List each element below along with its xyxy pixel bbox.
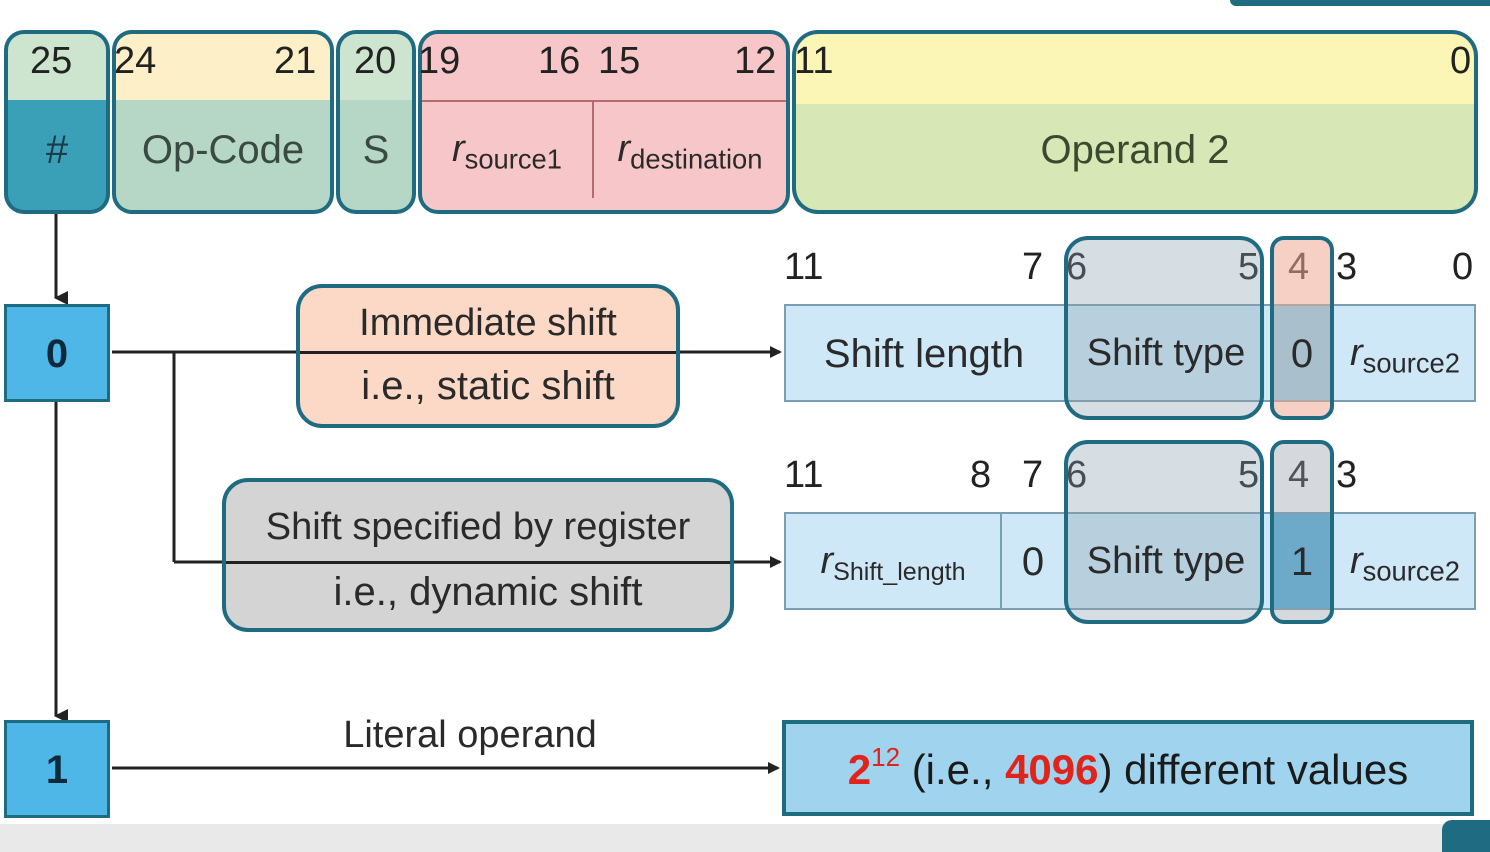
bit-12: 12 bbox=[734, 40, 777, 82]
rsource1-sub: source1 bbox=[464, 143, 562, 175]
literal-mid1: (i.e., bbox=[900, 746, 1006, 793]
bit-16: 16 bbox=[538, 40, 581, 82]
reg-rshift-main: r bbox=[820, 540, 834, 582]
opcode-label: Op-Code bbox=[141, 128, 305, 172]
top-right-accent bbox=[1230, 0, 1490, 6]
reg-bit-4: 4 bbox=[1288, 454, 1310, 496]
register-shift-callout-line bbox=[226, 561, 730, 564]
reg-bit-6: 6 bbox=[1066, 454, 1088, 496]
register-shift-callout bbox=[222, 478, 734, 632]
reg-bit-11: 11 bbox=[784, 454, 824, 496]
immediate-shift-line2: i.e., static shift bbox=[361, 364, 615, 408]
register-shift-line2: i.e., dynamic shift bbox=[333, 570, 643, 614]
mode-box-zero-label: 0 bbox=[45, 332, 69, 376]
hash-field bbox=[4, 30, 110, 214]
rdest-sub: destination bbox=[630, 143, 763, 175]
reg-rshift-divider bbox=[1000, 514, 1002, 608]
opcode-bits-band bbox=[112, 30, 334, 100]
literal-exponent: 12 bbox=[871, 742, 901, 772]
mode-box-zero bbox=[4, 304, 110, 402]
reg-bit-5: 5 bbox=[1238, 454, 1260, 496]
hash-label-band bbox=[4, 100, 110, 214]
bottom-shade bbox=[0, 824, 1490, 852]
literal-mid2: ) different values bbox=[1098, 746, 1409, 793]
literal-values-text: 212 (i.e., 4096) different values bbox=[782, 744, 1474, 791]
s-label: S bbox=[362, 128, 390, 172]
imm-bit-3: 3 bbox=[1336, 246, 1358, 288]
imm-field-row bbox=[784, 304, 1476, 402]
reg-flag-label: 1 bbox=[1290, 540, 1314, 584]
imm-flag-cell bbox=[1274, 306, 1330, 400]
bit-15: 15 bbox=[598, 40, 641, 82]
immediate-shift-callout bbox=[296, 284, 680, 428]
s-bits-band bbox=[336, 30, 416, 100]
s-field bbox=[336, 30, 416, 214]
hash-bits-band bbox=[4, 30, 110, 100]
reg-bit-7: 7 bbox=[1022, 454, 1044, 496]
bit-19: 19 bbox=[418, 40, 461, 82]
reg-bit-8: 8 bbox=[970, 454, 992, 496]
imm-shift-type-label: Shift type bbox=[1086, 332, 1246, 374]
bit-24: 24 bbox=[114, 40, 157, 82]
literal-values-box bbox=[782, 720, 1474, 816]
rdest-main: r bbox=[617, 128, 631, 170]
imm-flag-label: 0 bbox=[1290, 332, 1314, 376]
bit-21: 21 bbox=[274, 40, 317, 82]
imm-rsource2-label: rsource2 bbox=[1334, 334, 1476, 377]
literal-value: 4096 bbox=[1005, 746, 1099, 793]
rsource1-main: r bbox=[452, 128, 465, 170]
reg-bit-3: 3 bbox=[1336, 454, 1358, 496]
operand2-label-band bbox=[792, 104, 1478, 214]
imm-shift-length-label: Shift length bbox=[823, 332, 1025, 376]
bit-0: 0 bbox=[1450, 40, 1472, 82]
bit-25: 25 bbox=[30, 40, 73, 82]
operand2-label: Operand 2 bbox=[1040, 128, 1230, 172]
imm-bit-11: 11 bbox=[784, 246, 824, 288]
imm-rsource2-main: r bbox=[1350, 332, 1363, 374]
rsource1-rdest-divider bbox=[592, 102, 594, 198]
reg-rshift-label: rShift_length bbox=[786, 542, 1000, 585]
reg-rsource2-sub: source2 bbox=[1362, 555, 1460, 587]
rsource1-label: rsource1 bbox=[422, 130, 592, 173]
rdest-label: rdestination bbox=[594, 130, 786, 173]
imm-rsource2-sub: source2 bbox=[1362, 347, 1460, 379]
reg-zero-label: 0 bbox=[1021, 540, 1045, 584]
immediate-shift-line1: Immediate shift bbox=[359, 302, 617, 344]
bottom-right-accent bbox=[1442, 820, 1490, 852]
mode-box-one-label: 1 bbox=[45, 748, 69, 792]
register-bits-divider bbox=[422, 100, 786, 102]
operand2-field bbox=[792, 30, 1478, 214]
reg-field-row bbox=[784, 512, 1476, 610]
reg-rsource2-label: rsource2 bbox=[1334, 542, 1476, 585]
imm-bit-0: 0 bbox=[1452, 246, 1474, 288]
operand2-bits-band bbox=[792, 30, 1478, 104]
bit-11: 11 bbox=[794, 40, 834, 82]
reg-shift-type-highlight bbox=[1064, 440, 1264, 624]
reg-rsource2-main: r bbox=[1350, 540, 1363, 582]
bit-20: 20 bbox=[354, 40, 397, 82]
opcode-field bbox=[112, 30, 334, 214]
opcode-label-band bbox=[112, 100, 334, 214]
register-fields bbox=[418, 30, 790, 214]
mode-box-one bbox=[4, 720, 110, 818]
imm-shift-type-highlight bbox=[1064, 236, 1264, 420]
reg-flag-cell bbox=[1274, 514, 1330, 608]
reg-rshift-sub: Shift_length bbox=[833, 558, 966, 587]
imm-bit-7: 7 bbox=[1022, 246, 1044, 288]
register-shift-line1: Shift specified by register bbox=[265, 506, 691, 548]
immediate-shift-callout-line bbox=[300, 351, 676, 354]
hash-label: # bbox=[45, 128, 69, 172]
literal-base: 2 bbox=[847, 746, 872, 793]
reg-shift-type-label: Shift type bbox=[1086, 540, 1246, 582]
literal-operand-label: Literal operand bbox=[343, 714, 597, 756]
s-label-band bbox=[336, 100, 416, 214]
